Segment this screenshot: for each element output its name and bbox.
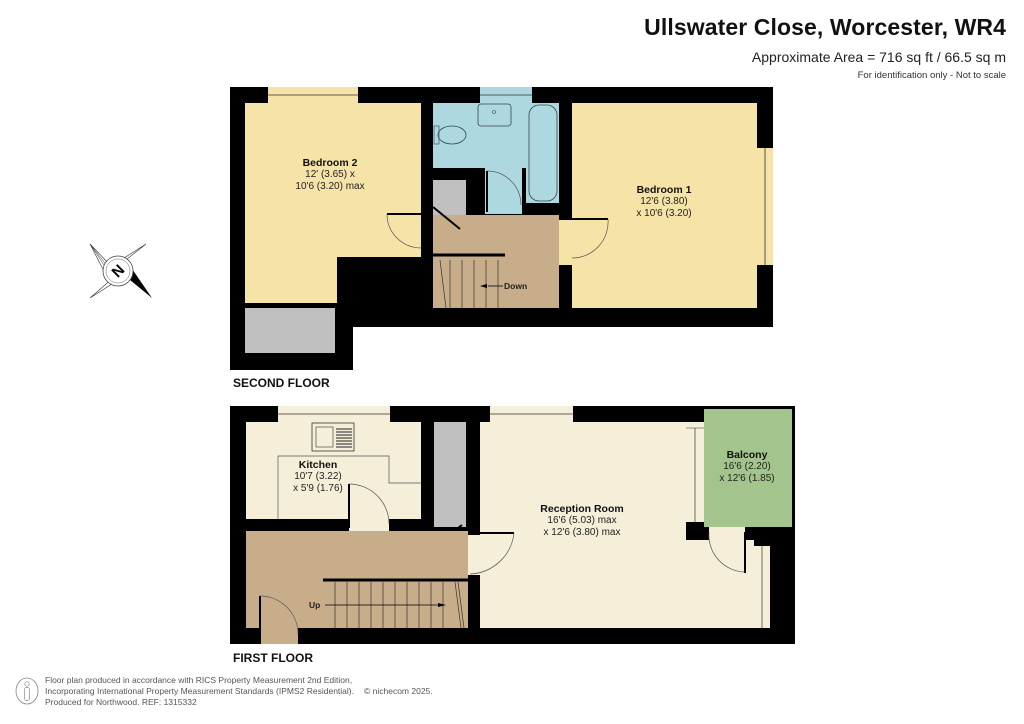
person-info-icon — [15, 677, 39, 705]
room-balcony: Balcony 16'6 (2.20) x 12'6 (1.85) — [719, 449, 775, 484]
copyright: © nichecom 2025. — [364, 686, 433, 696]
second-floor-label: SECOND FLOOR — [233, 376, 330, 390]
room-bedroom-2: Bedroom 2 12' (3.65) x 10'6 (3.20) max — [295, 157, 365, 192]
approximate-area: Approximate Area = 716 sq ft / 66.5 sq m — [751, 49, 1006, 65]
scale-note: For identification only - Not to scale — [857, 70, 1006, 81]
header: Ullswater Close, Worcester, WR4 Approxim… — [644, 14, 1006, 81]
first-floor-plan — [230, 406, 795, 644]
stairs-up-label: Up — [309, 600, 321, 610]
stairs-down-label: Down — [504, 281, 528, 291]
compass-north-icon: N — [89, 243, 152, 299]
room-reception: Reception Room 16'6 (5.03) max x 12'6 (3… — [540, 503, 624, 538]
room-kitchen: Kitchen 10'7 (3.22) x 5'9 (1.76) — [293, 459, 343, 494]
property-title: Ullswater Close, Worcester, WR4 — [644, 14, 1006, 40]
second-floor-plan — [230, 87, 773, 370]
footer-disclaimer: Floor plan produced in accordance with R… — [45, 675, 433, 707]
first-floor-label: FIRST FLOOR — [233, 651, 313, 665]
room-bedroom-1: Bedroom 1 12'6 (3.80) x 10'6 (3.20) — [636, 184, 692, 219]
